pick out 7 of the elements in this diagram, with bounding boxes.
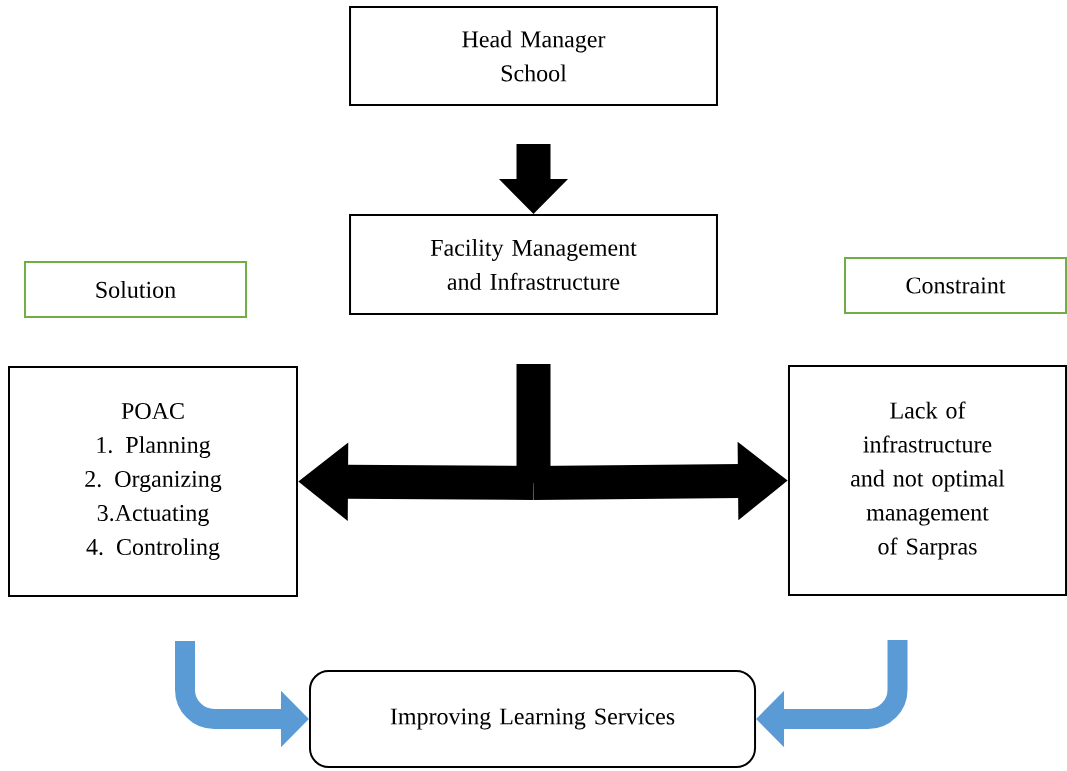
label-box: Solution xyxy=(23,261,248,318)
process-box: Facility Management and Infrastructure xyxy=(349,214,718,315)
process-box: Head Manager School xyxy=(349,6,718,106)
rounded-box: Improving Learning Services xyxy=(308,670,757,768)
process-box: POAC 1. Planning 2. Organizing 3.Actuating 4. Controling xyxy=(8,365,298,598)
label-box: Constraint xyxy=(844,257,1067,314)
process-box: Lack of infrastructure and not optimal management of Sarpras xyxy=(788,364,1067,597)
